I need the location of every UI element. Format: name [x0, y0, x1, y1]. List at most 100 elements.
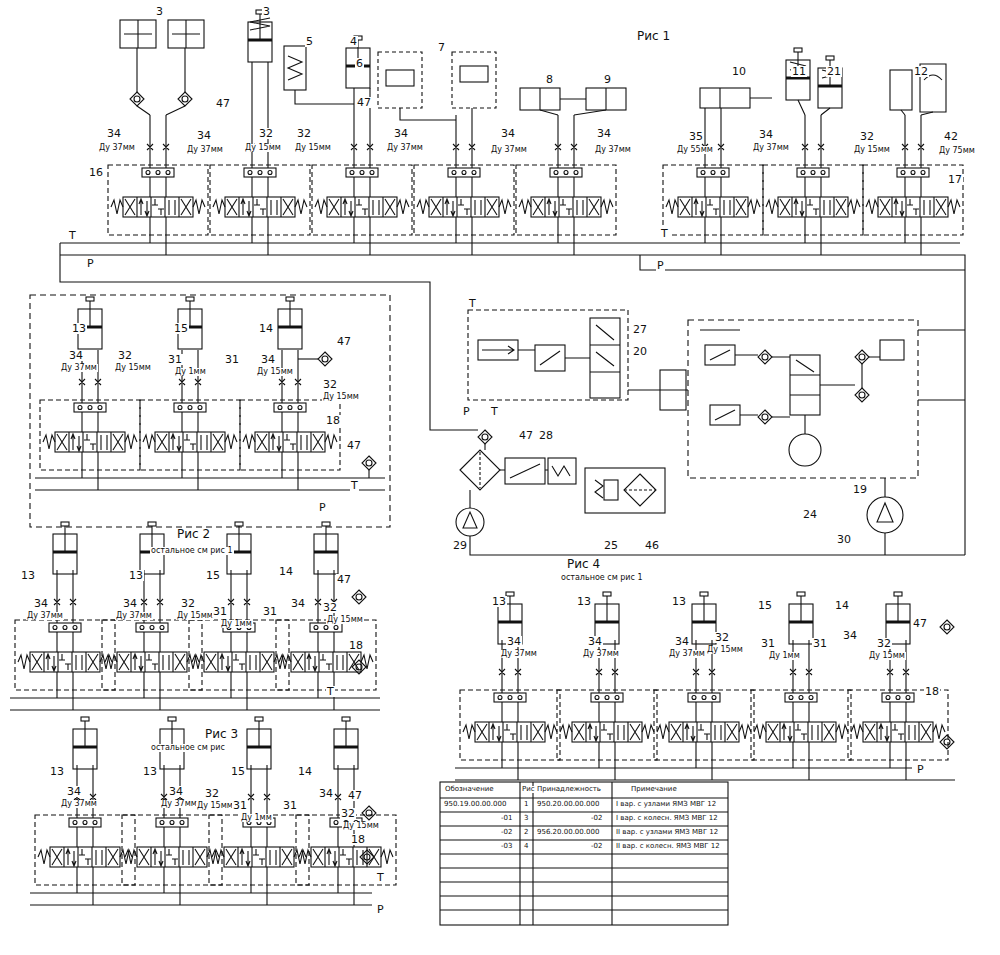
line-art [595, 480, 603, 498]
pipe-bore: Ду 37мм [160, 800, 198, 808]
callout-number: 13 [20, 570, 36, 581]
valve-bank [30, 295, 390, 527]
line-art [250, 18, 270, 30]
line-art [288, 56, 302, 80]
line-art [60, 243, 478, 430]
table-cell: I вар. с узлами ЯМЗ МВГ 12 [615, 801, 717, 808]
line-art [763, 115, 863, 255]
line-art [663, 115, 763, 255]
line-art [318, 352, 332, 366]
callout-number: 31 [760, 638, 776, 649]
table-cell: -02 [590, 815, 603, 822]
table-cell: -02 [500, 829, 513, 836]
pipe-bore: Ду 37мм [668, 650, 706, 658]
line-art [500, 469, 548, 470]
callout-number: 21 [826, 66, 842, 77]
table-cell: -02 [590, 843, 603, 850]
callout-number: 34 [122, 598, 138, 609]
pipe-bore: Ду 15мм [294, 144, 332, 152]
callout-number: 20 [632, 346, 648, 357]
line-art [818, 56, 842, 108]
line-letter: T [660, 228, 669, 239]
callout-number: 32 [117, 350, 133, 361]
line-art [168, 20, 204, 48]
pipe-bore: Ду 1мм [220, 620, 253, 628]
line-art [298, 358, 318, 359]
line-art [362, 456, 376, 470]
pipe-bore: Ду 37мм [115, 612, 153, 620]
callout-number: 14 [297, 766, 313, 777]
callout-number: 47 [215, 98, 231, 109]
pipe-bore: Ду 37мм [60, 364, 98, 372]
line-art [786, 48, 810, 100]
line-letter: T [468, 298, 477, 309]
figure-title: Рис 1 [636, 30, 671, 42]
callout-number: 10 [731, 66, 747, 77]
line-art [360, 850, 374, 864]
figure-title: Рис 3 [204, 728, 239, 740]
callout-number: 13 [671, 596, 687, 607]
callout-number: 13 [128, 570, 144, 581]
line-letter: T [376, 872, 385, 883]
pipe-bore: Ду 15мм [868, 652, 906, 660]
figure-title: Рис 4 [566, 558, 601, 570]
line-art [700, 88, 750, 108]
callout-number: 35 [688, 131, 704, 142]
line-art [378, 52, 422, 108]
line-art [312, 115, 412, 255]
callout-number: 34 [168, 786, 184, 797]
line-art [35, 765, 135, 905]
callout-number: 18 [348, 640, 364, 651]
callout-number: 34 [33, 598, 49, 609]
line-art [35, 478, 385, 490]
callout-number: 7 [437, 42, 446, 53]
line-art [886, 592, 910, 644]
table-cell: 950.19.00.00.000 [443, 801, 507, 808]
table-cell: Обозначение [444, 786, 495, 793]
line-art [628, 389, 686, 390]
line-art [510, 464, 540, 478]
callout-number: 27 [632, 324, 648, 335]
actuators [120, 10, 946, 120]
line-art [172, 20, 200, 48]
line-art [790, 360, 820, 395]
line-art [73, 717, 97, 769]
callout-number: 32 [322, 379, 338, 390]
note: остальное см рис 1 [150, 547, 234, 555]
line-letter: T [326, 686, 335, 697]
line-art [848, 640, 948, 780]
line-art [624, 474, 656, 506]
callout-number: 13 [49, 766, 65, 777]
line-art [440, 782, 728, 925]
callout-number: 12 [913, 66, 929, 77]
pipe-bore: Ду 1мм [174, 368, 207, 376]
line-art [557, 640, 657, 780]
callout-number: 34 [66, 786, 82, 797]
callout-number: 11 [791, 66, 807, 77]
line-art [751, 640, 851, 780]
pipe-bore: Ду 15мм [853, 146, 891, 154]
line-art [352, 660, 366, 674]
pipe-bore: Ду 75мм [938, 147, 976, 155]
table-cell: Рис [521, 786, 536, 793]
line-art [352, 590, 366, 604]
line-art [400, 108, 472, 120]
line-art [700, 329, 965, 330]
callout-number: 34 [106, 128, 122, 139]
pipe-bore: Ду 1мм [240, 814, 273, 822]
callout-number: 24 [802, 509, 818, 520]
table-cell: 950.20.00.00.000 [536, 801, 600, 808]
line-letter: P [462, 406, 471, 417]
line-art [247, 717, 271, 769]
line-art [386, 70, 414, 86]
callout-number: 34 [393, 128, 409, 139]
callout-number: 29 [452, 540, 468, 551]
callout-number: 9 [603, 74, 612, 85]
line-art [189, 570, 289, 710]
line-art [240, 350, 340, 490]
line-art [10, 698, 380, 710]
pipe-bore: Ду 37мм [582, 650, 620, 658]
line-letter: P [916, 764, 925, 775]
line-letter: P [656, 260, 665, 271]
